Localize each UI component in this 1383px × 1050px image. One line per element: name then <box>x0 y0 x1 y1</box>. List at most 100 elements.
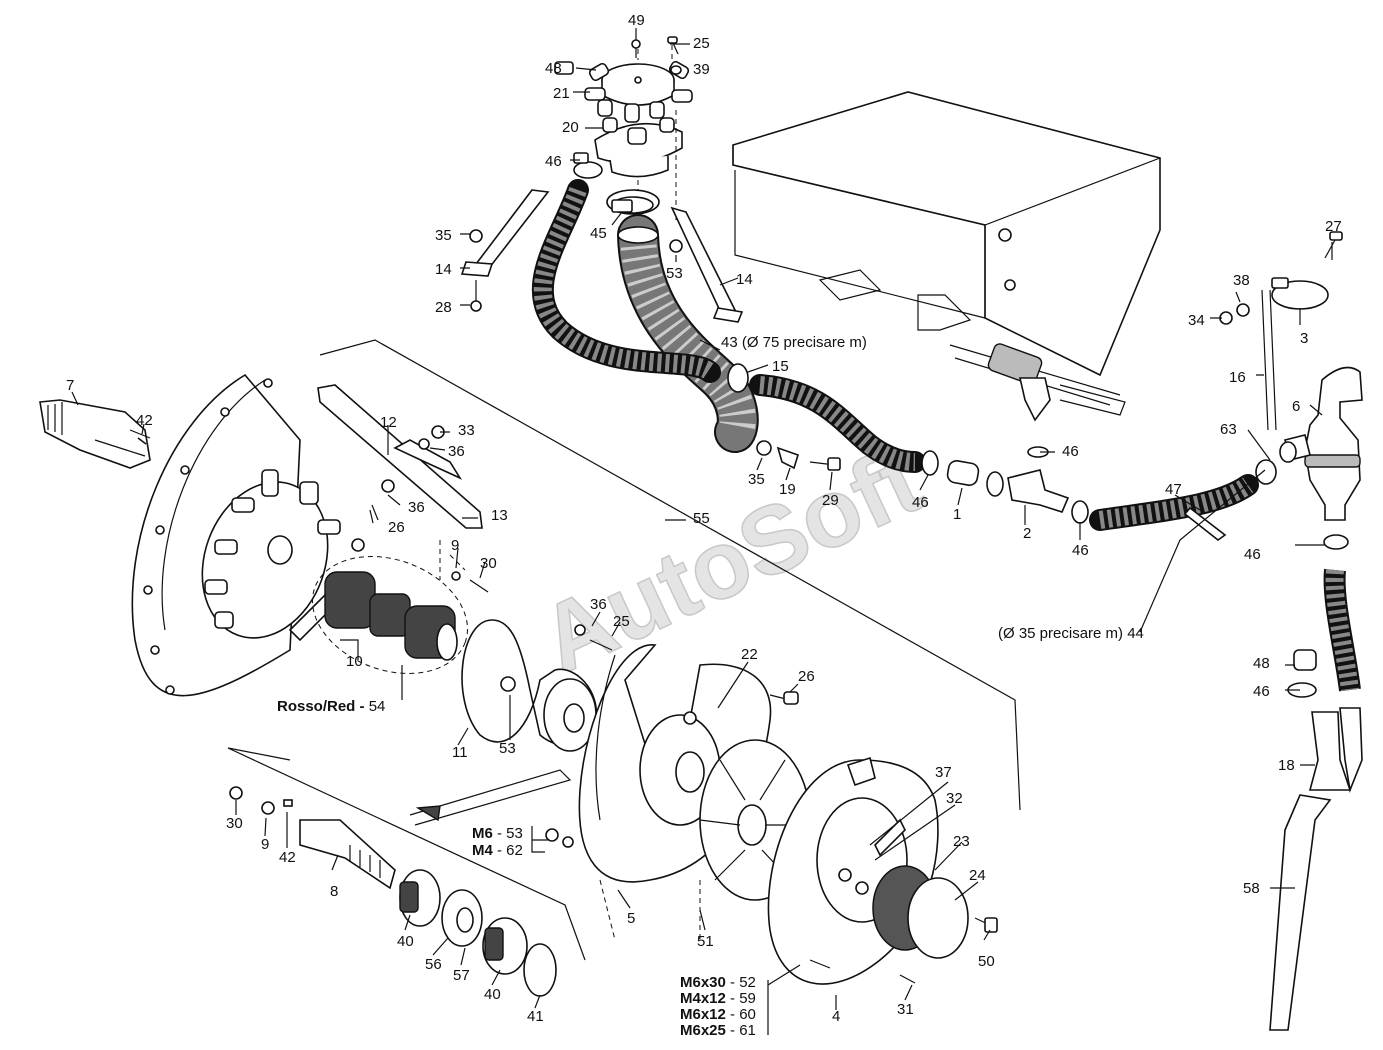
label-25: 25 <box>613 613 630 630</box>
label-52-m6x30: M6x30 - 52 <box>680 974 756 991</box>
label-35: 35 <box>435 227 452 244</box>
label-21: 21 <box>553 85 570 102</box>
hose-44 <box>1089 474 1259 541</box>
label-27: 27 <box>1325 218 1342 235</box>
small-hose-left <box>531 179 721 383</box>
label-42: 42 <box>136 412 153 429</box>
label-54: Rosso/Red - 54 <box>277 698 385 715</box>
label-25: 25 <box>693 35 710 52</box>
label-39: 39 <box>693 61 710 78</box>
label-28: 28 <box>435 299 452 316</box>
label-46: 46 <box>1062 443 1079 460</box>
lower-shaft-assembly <box>227 747 586 997</box>
label-14: 14 <box>435 261 452 278</box>
label-22: 22 <box>741 646 758 663</box>
label-13: 13 <box>491 507 508 524</box>
drive-plate <box>39 373 342 697</box>
label-29: 29 <box>822 492 839 509</box>
watermark: AutoSoft <box>525 426 937 694</box>
label-2: 2 <box>1023 525 1031 542</box>
label-57: 57 <box>453 967 470 984</box>
label-10: 10 <box>346 653 363 670</box>
label-30: 30 <box>480 555 497 572</box>
label-46: 46 <box>1253 683 1270 700</box>
label-26: 26 <box>798 668 815 685</box>
label-42: 42 <box>279 849 296 866</box>
label-55: 55 <box>693 510 710 527</box>
label-12: 12 <box>380 414 397 431</box>
label-20: 20 <box>562 119 579 136</box>
label-34: 34 <box>1188 312 1205 329</box>
nozzle-manifold <box>554 36 693 220</box>
label-49: 49 <box>628 12 645 29</box>
label-18: 18 <box>1278 757 1295 774</box>
label-38: 38 <box>1233 272 1250 289</box>
label-6: 6 <box>1292 398 1300 415</box>
connectors-center <box>921 446 1089 524</box>
label-3: 3 <box>1300 330 1308 347</box>
label-26: 26 <box>388 519 405 536</box>
fittings-mid <box>756 440 841 471</box>
label-48: 48 <box>1253 655 1270 672</box>
callout-labels: 49 25 48 39 21 20 46 45 35 14 53 14 28 4… <box>66 12 1342 1039</box>
label-8: 8 <box>330 883 338 900</box>
coupling <box>312 540 489 674</box>
label-46: 46 <box>545 153 562 170</box>
label-62-m4: M4 - 62 <box>472 842 523 859</box>
large-hose <box>617 214 759 453</box>
label-63: 63 <box>1220 421 1237 438</box>
assembly-outline <box>227 339 1021 811</box>
label-59-m4x12: M4x12 - 59 <box>680 990 756 1007</box>
label-31: 31 <box>897 1001 914 1018</box>
label-58: 58 <box>1243 880 1260 897</box>
label-53: 53 <box>666 265 683 282</box>
label-11: 11 <box>452 744 468 761</box>
front-cover <box>767 756 998 985</box>
label-36: 36 <box>448 443 465 460</box>
label-4: 4 <box>832 1008 840 1025</box>
label-51: 51 <box>697 933 714 950</box>
label-5: 5 <box>627 910 635 927</box>
label-35: 35 <box>748 471 765 488</box>
bracket-12-13 <box>317 384 483 552</box>
label-47: 47 <box>1165 481 1182 498</box>
label-19: 19 <box>779 481 796 498</box>
hopper-box <box>732 91 1161 422</box>
hose-right-upper <box>749 374 926 473</box>
label-9: 9 <box>261 836 269 853</box>
label-46: 46 <box>1072 542 1089 559</box>
direction-arrow <box>415 805 441 822</box>
label-40: 40 <box>484 986 501 1003</box>
leader-lines <box>71 28 1333 1035</box>
label-30: 30 <box>226 815 243 832</box>
label-33: 33 <box>458 422 475 439</box>
label-41: 41 <box>527 1008 544 1025</box>
brackets <box>460 189 744 323</box>
label-56: 56 <box>425 956 442 973</box>
label-53-m6: M6 - 53 <box>472 825 523 842</box>
label-40: 40 <box>397 933 414 950</box>
label-23: 23 <box>953 833 970 850</box>
label-46: 46 <box>912 494 929 511</box>
label-60-m6x12: M6x12 - 60 <box>680 1006 756 1023</box>
label-37: 37 <box>935 764 952 781</box>
label-36: 36 <box>408 499 425 516</box>
label-7: 7 <box>66 377 74 394</box>
label-32: 32 <box>946 790 963 807</box>
label-61-m6x25: M6x25 - 61 <box>680 1022 756 1039</box>
label-46: 46 <box>1244 546 1261 563</box>
cyclone-assembly <box>1219 231 1363 1031</box>
label-53: 53 <box>499 740 516 757</box>
label-36: 36 <box>590 596 607 613</box>
hub-11 <box>461 619 613 848</box>
label-50: 50 <box>978 953 995 970</box>
label-43: 43 (Ø 75 precisare m) <box>721 334 867 351</box>
label-16: 16 <box>1229 369 1246 386</box>
clip-15 <box>727 363 749 393</box>
label-24: 24 <box>969 867 986 884</box>
label-48: 48 <box>545 60 562 77</box>
label-44: (Ø 35 precisare m) 44 <box>998 625 1144 642</box>
label-15: 15 <box>772 358 789 375</box>
label-14: 14 <box>736 271 753 288</box>
